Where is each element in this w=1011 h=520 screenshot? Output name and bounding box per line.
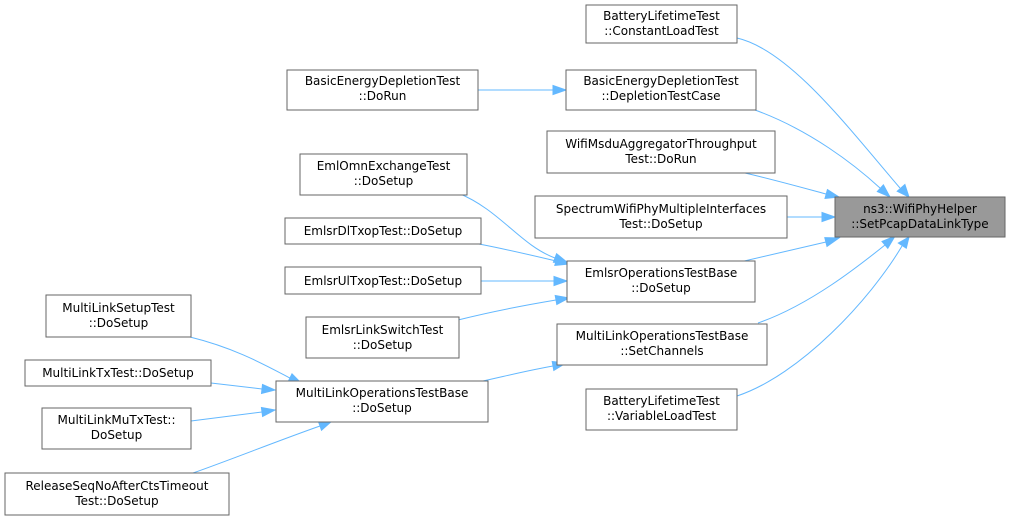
node-spectrum-line-1: SpectrumWifiPhyMultipleInterfaces — [556, 202, 766, 216]
node-basic-dorun[interactable]: BasicEnergyDepletionTest ::DoRun — [286, 69, 479, 111]
node-battery-variable[interactable]: BatteryLifetimeTest ::VariableLoadTest — [585, 388, 738, 431]
node-emlsr-link-line-2: ::DoSetup — [353, 338, 413, 352]
edge-multi-ops-chan-to-root — [757, 234, 897, 324]
node-root-line-1: ns3::WifiPhyHelper — [863, 202, 977, 216]
node-wifi-msdu-line-1: WifiMsduAggregatorThroughput — [565, 137, 757, 151]
node-wifi-msdu-line-2: Test::DoRun — [624, 152, 696, 166]
edge-depletion-to-root — [754, 109, 892, 199]
edge-battery-variable-to-root — [736, 236, 910, 397]
node-eml-omn-line-2: ::DoSetup — [354, 174, 414, 188]
node-basic-dorun-line-1: BasicEnergyDepletionTest — [305, 74, 461, 88]
node-multi-ops-setup-line-2: ::DoSetup — [352, 401, 412, 415]
node-release-seq[interactable]: ReleaseSeqNoAfterCtsTimeout Test::DoSetu… — [4, 472, 230, 516]
node-release-seq-line-2: Test::DoSetup — [74, 494, 158, 508]
node-emlsr-link-line-1: EmlsrLinkSwitchTest — [322, 323, 444, 337]
node-multi-ops-chan[interactable]: MultiLinkOperationsTestBase ::SetChannel… — [556, 323, 768, 366]
node-basic-dorun-line-2: ::DoRun — [359, 89, 407, 103]
node-eml-omn[interactable]: EmlOmnExchangeTest ::DoSetup — [299, 153, 468, 196]
node-spectrum[interactable]: SpectrumWifiPhyMultipleInterfaces Test::… — [534, 195, 788, 239]
node-multi-tx[interactable]: MultiLinkTxTest::DoSetup — [24, 359, 212, 387]
node-multi-ops-chan-line-1: MultiLinkOperationsTestBase — [576, 329, 749, 343]
edge-spectrum-to-root — [787, 211, 837, 223]
edge-release-seq-to-multi-ops-setup — [192, 420, 334, 474]
edge-battery-constant-to-root — [736, 37, 910, 198]
node-multi-ops-chan-line-2: ::SetChannels — [620, 344, 703, 358]
node-emlsr-ops[interactable]: EmlsrOperationsTestBase ::DoSetup — [566, 260, 756, 303]
node-multi-setup[interactable]: MultiLinkSetupTest ::DoSetup — [45, 294, 192, 338]
node-emlsr-ul-line-1: EmlsrUlTxopTest::DoSetup — [304, 274, 462, 288]
node-battery-variable-line-2: ::VariableLoadTest — [607, 409, 716, 423]
node-battery-constant-line-2: ::ConstantLoadTest — [604, 24, 719, 38]
node-emlsr-ops-line-1: EmlsrOperationsTestBase — [585, 266, 738, 280]
node-multi-mutx-line-2: DoSetup — [91, 428, 143, 442]
node-root-line-2: ::SetPcapDataLinkType — [851, 217, 988, 231]
edge-multi-tx-to-multi-ops-setup — [210, 382, 277, 395]
edge-multi-mutx-to-multi-ops-setup — [190, 406, 277, 422]
node-multi-tx-line-1: MultiLinkTxTest::DoSetup — [42, 366, 194, 380]
node-emlsr-link[interactable]: EmlsrLinkSwitchTest ::DoSetup — [305, 316, 460, 359]
edge-emlsr-ul-to-emlsr-ops — [480, 275, 569, 287]
node-emlsr-ul[interactable]: EmlsrUlTxopTest::DoSetup — [284, 266, 482, 295]
node-emlsr-dl[interactable]: EmlsrDlTxopTest::DoSetup — [284, 217, 482, 245]
edge-wifi-msdu-to-root — [744, 172, 841, 199]
node-basic-depletion-line-2: ::DepletionTestCase — [601, 89, 720, 103]
node-battery-constant[interactable]: BatteryLifetimeTest ::ConstantLoadTest — [585, 4, 738, 44]
edge-multi-ops-setup-to-chan — [482, 360, 568, 382]
edge-basic-dorun-to-depletion — [478, 84, 568, 96]
node-multi-ops-setup[interactable]: MultiLinkOperationsTestBase ::DoSetup — [275, 380, 489, 423]
node-multi-setup-line-1: MultiLinkSetupTest — [62, 301, 175, 315]
node-eml-omn-line-1: EmlOmnExchangeTest — [317, 159, 451, 173]
node-basic-depletion[interactable]: BasicEnergyDepletionTest ::DepletionTest… — [565, 69, 757, 111]
node-wifi-msdu[interactable]: WifiMsduAggregatorThroughput Test::DoRun — [546, 130, 776, 174]
node-root[interactable]: ns3::WifiPhyHelper ::SetPcapDataLinkType — [834, 196, 1006, 238]
node-multi-ops-setup-line-1: MultiLinkOperationsTestBase — [296, 386, 469, 400]
node-multi-setup-line-2: ::DoSetup — [89, 316, 149, 330]
edge-emlsr-link-to-emlsr-ops — [457, 294, 571, 321]
node-multi-mutx[interactable]: MultiLinkMuTxTest:: DoSetup — [41, 407, 192, 450]
edge-emlsr-ops-to-root — [739, 237, 841, 263]
node-battery-variable-line-1: BatteryLifetimeTest — [603, 394, 720, 408]
edge-emlsr-dl-to-emlsr-ops — [478, 243, 571, 266]
node-release-seq-line-1: ReleaseSeqNoAfterCtsTimeout — [26, 479, 209, 493]
node-emlsr-ops-line-2: ::DoSetup — [631, 281, 691, 295]
node-emlsr-dl-line-1: EmlsrDlTxopTest::DoSetup — [304, 224, 463, 238]
node-battery-constant-line-1: BatteryLifetimeTest — [603, 9, 720, 23]
node-multi-mutx-line-1: MultiLinkMuTxTest:: — [57, 413, 175, 427]
node-spectrum-line-2: Test::DoSetup — [618, 217, 702, 231]
node-basic-depletion-line-1: BasicEnergyDepletionTest — [583, 74, 739, 88]
